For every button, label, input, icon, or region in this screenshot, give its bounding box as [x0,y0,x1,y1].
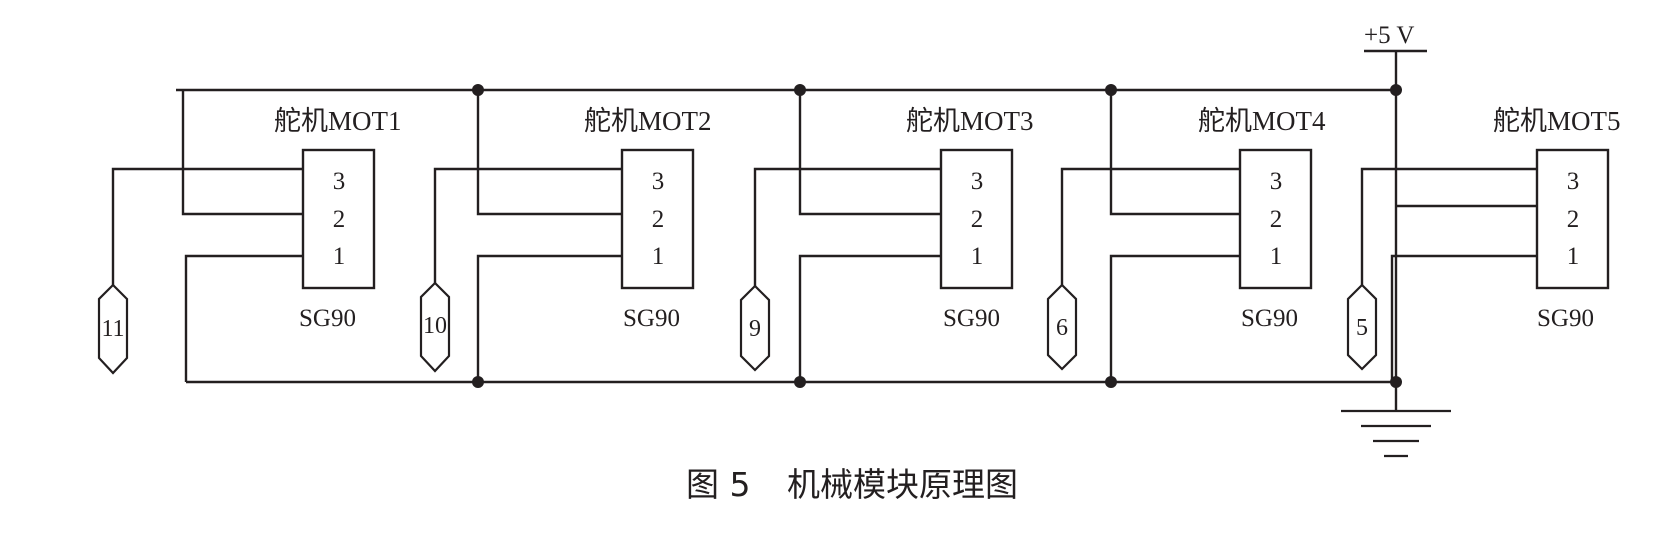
mot2-vcc-wire [476,90,622,216]
mot2-signal-wire [433,167,622,283]
servo-mot3: 舵机MOT3 3 2 1 SG90 9 [739,90,1034,382]
mot4-pin-1: 1 [1270,243,1283,270]
mot5-gnd-wire [1390,254,1537,382]
junction-dot [794,84,806,96]
servo-mot4: 舵机MOT4 3 2 1 SG90 6 [1046,90,1326,382]
mot1-pin-3: 3 [333,168,346,195]
mot5-pin-2: 2 [1567,206,1580,233]
junction-dot [1390,84,1402,96]
mot1-signal-wire [111,167,303,285]
mot3-model: SG90 [943,305,1000,332]
mot1-gnd-wire [184,254,303,382]
servo-mot2: 舵机MOT2 3 2 1 SG90 10 [419,90,712,382]
mot3-pin-2: 2 [971,206,984,233]
mot1-pin-1: 1 [333,243,346,270]
mot2-pin-1: 1 [652,243,665,270]
mot1-pin-2: 2 [333,206,346,233]
mot2-body [620,148,695,290]
junction-dot [1105,84,1117,96]
junction-dot [472,376,484,388]
mot5-pin-3: 3 [1567,168,1580,195]
mot3-gnd-wire [798,254,941,382]
mot1-vcc-wire [181,90,303,216]
mot3-signal-wire [753,167,941,286]
mot4-pin-2: 2 [1270,206,1283,233]
servo-mot1: 舵机MOT1 3 2 1 SG90 11 [97,90,402,382]
mot5-port-connector [1346,283,1378,371]
mot3-pin-1: 1 [971,243,984,270]
mot4-gnd-wire [1109,254,1240,382]
mot3-vcc-wire [798,90,941,216]
mot5-body [1535,148,1610,290]
mot4-vcc-wire [1109,90,1240,216]
servo-mot5: 舵机MOT5 3 2 1 SG90 5 [1346,106,1621,382]
mot4-model: SG90 [1241,305,1298,332]
supply-label: +5 V [1364,22,1414,49]
mot2-pin-3: 3 [652,168,665,195]
mot3-port-number: 9 [749,316,761,342]
mot3-port-connector [739,284,771,372]
mot5-signal-wire [1360,167,1537,285]
mot4-signal-wire [1060,167,1240,285]
mot4-pin-3: 3 [1270,168,1283,195]
mot4-body [1238,148,1313,290]
mot5-label: 舵机MOT5 [1493,106,1621,136]
junction-dot [1105,376,1117,388]
vcc-rail [176,51,1398,92]
mot5-pin-1: 1 [1567,243,1580,270]
junction-dot [794,376,806,388]
mot5-port-number: 5 [1356,315,1368,341]
mot2-label: 舵机MOT2 [584,106,712,136]
junction-dot [1390,376,1402,388]
mot2-pin-2: 2 [652,206,665,233]
mot1-model: SG90 [299,305,356,332]
mot2-model: SG90 [623,305,680,332]
mot3-label: 舵机MOT3 [906,106,1034,136]
mot2-port-connector [419,281,451,373]
mot3-pin-3: 3 [971,168,984,195]
mot5-model: SG90 [1537,305,1594,332]
mot2-gnd-wire [476,254,622,382]
figure-number: 图 5 [686,465,751,504]
mot3-body [939,148,1014,290]
junction-dots [472,84,1402,388]
mot1-label: 舵机MOT1 [274,106,402,136]
mot1-body [301,148,376,290]
mot1-port-connector [97,283,129,375]
mot2-port-number: 10 [423,313,447,339]
mot4-label: 舵机MOT4 [1198,106,1326,136]
mot1-port-number: 11 [101,316,124,342]
figure-title: 机械模块原理图 [787,465,1018,504]
ground-symbol [1341,409,1451,458]
junction-dot [472,84,484,96]
mot4-port-number: 6 [1056,315,1068,341]
mot4-port-connector [1046,283,1078,371]
